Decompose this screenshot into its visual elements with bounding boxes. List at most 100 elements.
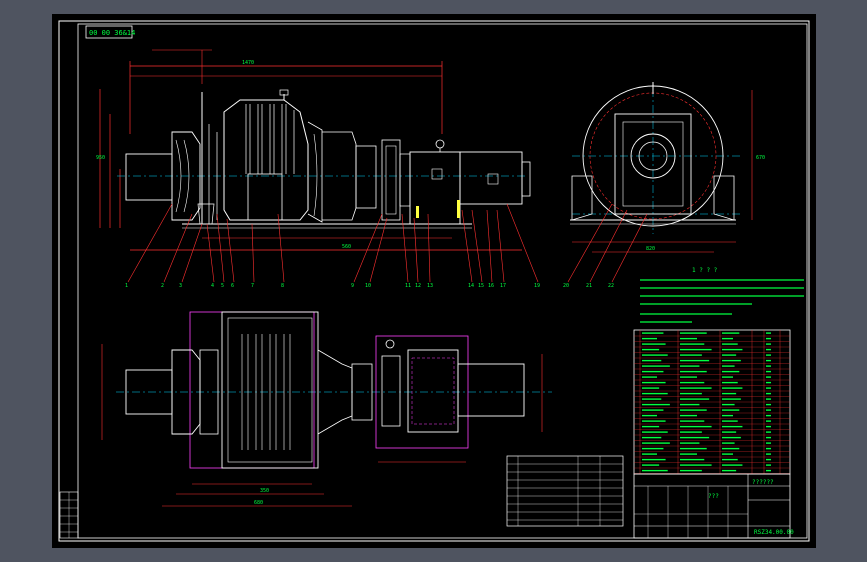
- parts-cell-text: [766, 332, 771, 334]
- parts-cell-text: [722, 381, 738, 384]
- parts-cell-text: [642, 442, 670, 444]
- parts-cell-text: [680, 370, 707, 373]
- parts-cell-text: [642, 354, 668, 356]
- parts-cell-text: [642, 370, 664, 373]
- parts-cell-text: [722, 447, 740, 450]
- parts-cell-text: [642, 409, 664, 411]
- parts-cell-text: [766, 436, 771, 439]
- parts-cell-text: [722, 403, 735, 406]
- parts-cell-text: [680, 398, 710, 400]
- parts-cell-text: [642, 431, 668, 433]
- parts-cell-text: [680, 392, 702, 395]
- parts-cell-text: [766, 409, 771, 411]
- parts-cell-text: [722, 469, 737, 472]
- balloon-19: 19: [534, 283, 540, 289]
- parts-cell-text: [722, 414, 733, 417]
- parts-cell-text: [766, 370, 771, 373]
- small-table: [506, 455, 624, 527]
- parts-cell-text: [680, 453, 697, 455]
- parts-cell-text: [766, 431, 771, 433]
- parts-cell-text: [722, 392, 737, 395]
- drawing-number: RSZ34.00.00: [754, 529, 794, 536]
- parts-cell-text: [680, 343, 705, 345]
- parts-cell-text: [766, 387, 771, 389]
- parts-cell-text: [680, 414, 697, 417]
- parts-cell-text: [642, 458, 666, 461]
- parts-cell-text: [766, 442, 771, 444]
- title-question-b: ???: [708, 493, 719, 500]
- parts-cell-text: [642, 337, 657, 340]
- parts-cell-text: [642, 436, 662, 439]
- parts-cell-text: [766, 458, 771, 461]
- parts-cell-text: [722, 458, 738, 461]
- parts-cell-text: [766, 354, 771, 356]
- balloon-11: 11: [405, 283, 411, 289]
- balloon-6: 6: [231, 283, 234, 289]
- parts-cell-text: [766, 398, 771, 400]
- parts-cell-text: [722, 348, 743, 351]
- parts-cell-text: [722, 365, 735, 367]
- parts-cell-text: [680, 354, 702, 356]
- parts-cell-text: [642, 376, 657, 378]
- parts-cell-text: [680, 403, 700, 406]
- parts-cell-text: [680, 420, 705, 422]
- parts-cell-text: [766, 464, 771, 466]
- parts-cell-text: [722, 453, 733, 455]
- dim-front-total: 1470: [242, 60, 254, 66]
- balloon-3: 3: [179, 283, 182, 289]
- parts-cell-text: [722, 354, 737, 356]
- parts-cell-text: [680, 464, 712, 466]
- parts-cell-text: [722, 442, 735, 444]
- parts-cell-text: [766, 392, 771, 395]
- parts-cell-text: [642, 469, 668, 472]
- front-view: 1470 950 560: [96, 49, 540, 289]
- parts-cell-text: [722, 387, 743, 389]
- parts-cell-text: [722, 370, 740, 373]
- title-block: ?????? ??? RSZ34.00.00: [633, 473, 794, 539]
- parts-cell-text: [680, 431, 702, 433]
- inner-border: [77, 23, 808, 539]
- balloon-22: 22: [608, 283, 614, 289]
- parts-cell-text: [722, 425, 743, 428]
- parts-cell-text: [722, 337, 733, 340]
- parts-cell-text: [680, 365, 700, 367]
- technical-notes: 1 ? ? ?: [640, 267, 804, 323]
- parts-cell-text: [642, 365, 670, 367]
- parts-cell-text: [766, 343, 771, 345]
- dim-plan-len: 680: [254, 500, 263, 506]
- balloon-1: 1: [125, 283, 128, 289]
- parts-cell-text: [766, 447, 771, 450]
- parts-cell-text: [642, 453, 657, 455]
- parts-cell-text: [766, 403, 771, 406]
- parts-cell-text: [680, 359, 710, 362]
- parts-cell-text: [722, 359, 741, 362]
- parts-cell-text: [722, 343, 738, 345]
- parts-cell-text: [642, 343, 666, 345]
- parts-cell-text: [680, 458, 705, 461]
- parts-cell-text: [642, 403, 670, 406]
- dim-side-height: 670: [756, 155, 765, 161]
- dim-front-shaft: 560: [342, 244, 351, 250]
- parts-cell-text: [642, 414, 657, 417]
- balloon-15: 15: [478, 283, 484, 289]
- parts-cell-text: [766, 359, 771, 362]
- balloon-2: 2: [161, 283, 164, 289]
- parts-cell-text: [766, 365, 771, 367]
- balloon-4: 4: [211, 283, 214, 289]
- parts-cell-text: [766, 425, 771, 428]
- dim-side-width: 820: [646, 246, 655, 252]
- parts-cell-text: [722, 420, 738, 422]
- balloon-8: 8: [281, 283, 284, 289]
- parts-cell-text: [642, 464, 660, 466]
- parts-cell-text: [722, 436, 741, 439]
- outer-border: [58, 20, 810, 542]
- parts-cell-text: [642, 387, 660, 389]
- tech-title: 1 ? ? ?: [692, 267, 718, 274]
- dim-plan-width: 350: [260, 488, 269, 494]
- revision-box: [59, 491, 79, 539]
- parts-cell-text: [680, 442, 700, 444]
- parts-cell-text: [766, 376, 771, 378]
- parts-cell-text: [680, 376, 697, 378]
- parts-cell-text: [766, 453, 771, 455]
- parts-cell-text: [680, 425, 712, 428]
